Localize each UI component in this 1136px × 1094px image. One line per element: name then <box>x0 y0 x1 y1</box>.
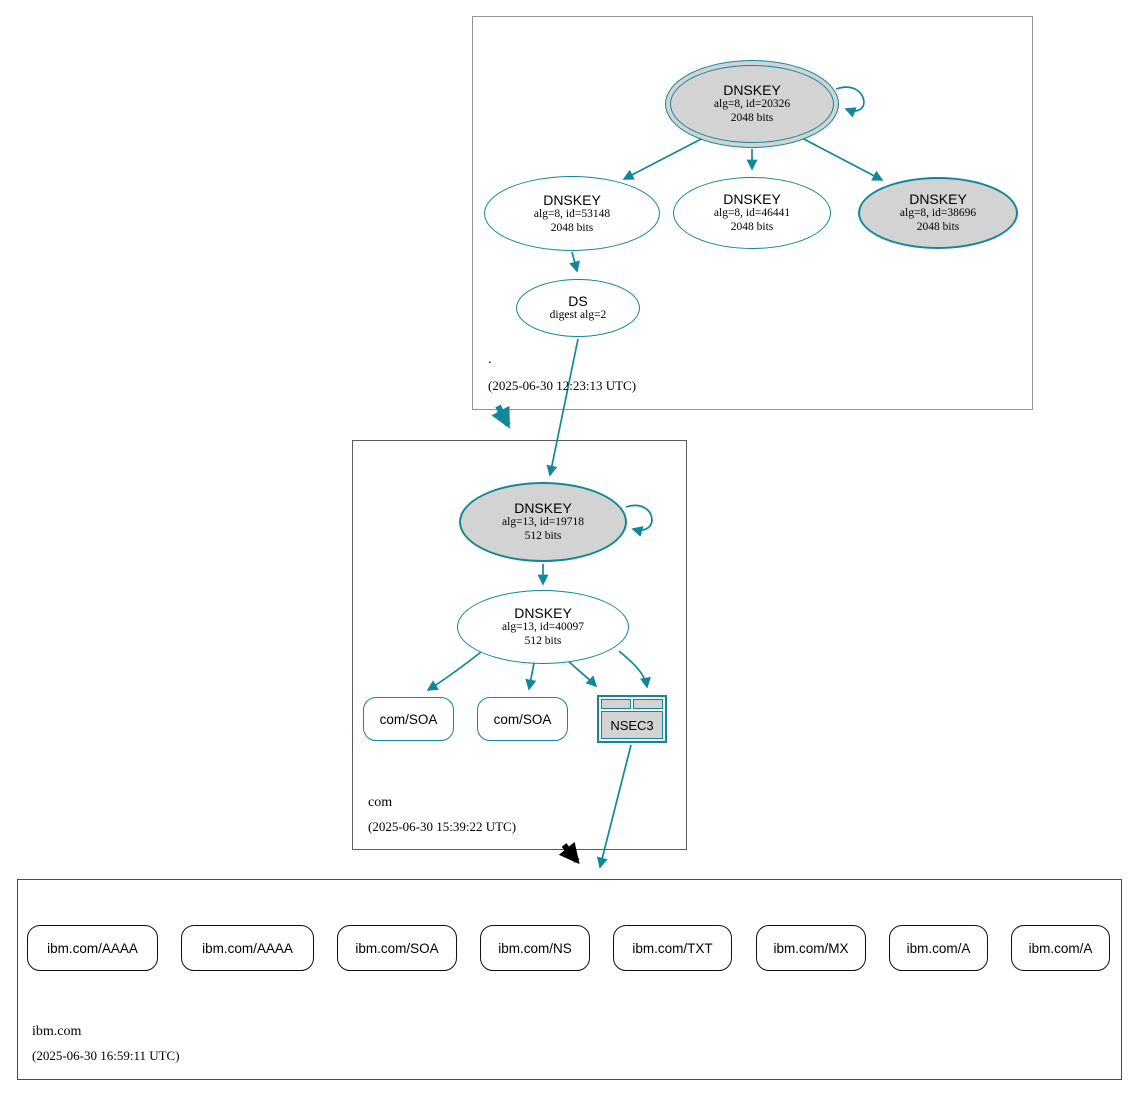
root-ds-node: DS digest alg=2 <box>516 279 640 337</box>
nsec3-cell <box>633 699 663 709</box>
com-zone-label: com <box>368 795 393 810</box>
ibm-rrset-ns: ibm.com/NS <box>480 925 590 971</box>
com-zone-timestamp: (2025-06-30 15:39:22 UTC) <box>368 819 517 834</box>
ibm-zone-timestamp: (2025-06-30 16:59:11 UTC) <box>32 1048 180 1063</box>
node-title: DS <box>568 293 588 310</box>
node-detail: 2048 bits <box>550 221 594 234</box>
ibm-rrset-aaaa-1: ibm.com/AAAA <box>27 925 158 971</box>
node-detail: 2048 bits <box>916 221 960 234</box>
zone-box-root <box>472 16 1033 410</box>
node-detail: 2048 bits <box>730 112 774 125</box>
rrset-label: ibm.com/A <box>1028 940 1093 956</box>
node-title: DNSKEY <box>514 500 572 517</box>
rrset-label: ibm.com/AAAA <box>47 940 138 956</box>
node-title: DNSKEY <box>723 82 781 99</box>
node-detail: 2048 bits <box>730 221 774 234</box>
ibm-rrset-soa: ibm.com/SOA <box>337 925 457 971</box>
root-zsk2-node: DNSKEY alg=8, id=46441 2048 bits <box>673 177 831 249</box>
com-zsk-node: DNSKEY alg=13, id=40097 512 bits <box>457 590 629 664</box>
root-zsk3-node: DNSKEY alg=8, id=38696 2048 bits <box>858 177 1018 249</box>
rrset-label: com/SOA <box>493 711 552 727</box>
node-title: DNSKEY <box>723 191 781 208</box>
root-zone-timestamp: (2025-06-30 12:23:13 UTC) <box>488 378 637 393</box>
node-detail: 512 bits <box>524 635 562 648</box>
ibm-rrset-a-1: ibm.com/A <box>889 925 988 971</box>
ibm-rrset-mx: ibm.com/MX <box>756 925 866 971</box>
node-detail: alg=13, id=40097 <box>502 621 584 634</box>
rrset-label: ibm.com/AAAA <box>202 940 293 956</box>
node-detail: alg=13, id=19718 <box>502 516 584 529</box>
node-detail: 512 bits <box>524 530 562 543</box>
ibm-rrset-aaaa-2: ibm.com/AAAA <box>181 925 314 971</box>
nsec3-cell <box>601 699 631 709</box>
node-title: DNSKEY <box>909 191 967 208</box>
node-title: DNSKEY <box>514 605 572 622</box>
ibm-rrset-a-2: ibm.com/A <box>1011 925 1110 971</box>
rrset-label: ibm.com/A <box>906 940 971 956</box>
zone-box-com <box>352 440 687 850</box>
rrset-label: ibm.com/SOA <box>355 940 439 956</box>
root-ksk-node: DNSKEY alg=8, id=20326 2048 bits <box>665 60 839 148</box>
root-zone-label: . <box>488 352 492 367</box>
rrset-label: ibm.com/NS <box>498 940 572 956</box>
zone-box-ibm <box>17 879 1122 1080</box>
ibm-zone-label: ibm.com <box>32 1024 82 1039</box>
node-detail: digest alg=2 <box>549 309 607 322</box>
nsec3-cells <box>601 699 663 709</box>
node-detail: alg=8, id=38696 <box>899 207 977 220</box>
rrset-label: com/SOA <box>379 711 438 727</box>
rrset-label: ibm.com/TXT <box>632 940 713 956</box>
nsec3-label: NSEC3 <box>601 711 663 739</box>
node-title: DNSKEY <box>543 191 601 208</box>
com-soa-rrset-2: com/SOA <box>477 697 568 741</box>
root-zsk1-node: DNSKEY alg=8, id=53148 2048 bits <box>484 176 660 251</box>
com-nsec3-node: NSEC3 <box>597 695 667 743</box>
node-detail: alg=8, id=20326 <box>713 98 791 111</box>
node-detail: alg=8, id=46441 <box>713 207 791 220</box>
com-ksk-node: DNSKEY alg=13, id=19718 512 bits <box>459 482 627 562</box>
ibm-rrset-txt: ibm.com/TXT <box>613 925 732 971</box>
com-soa-rrset-1: com/SOA <box>363 697 454 741</box>
node-detail: alg=8, id=53148 <box>533 207 611 220</box>
rrset-label: ibm.com/MX <box>773 940 849 956</box>
